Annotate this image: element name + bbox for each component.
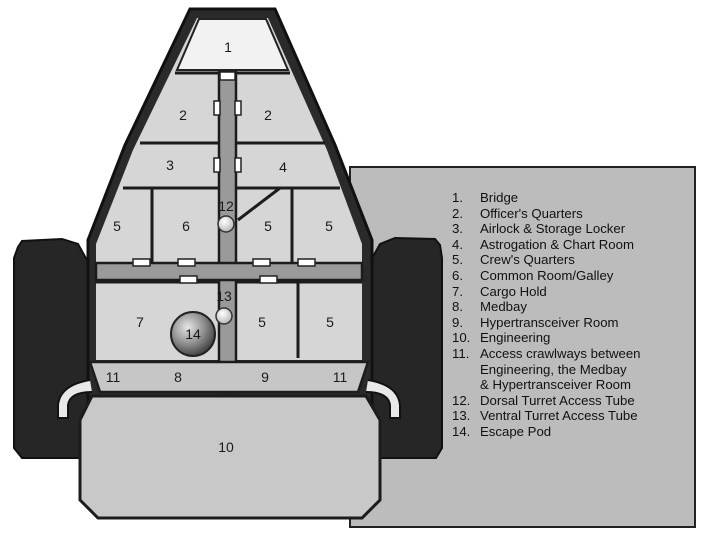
legend-item: 13. Ventral Turret Access Tube	[452, 408, 692, 424]
room-label: 11	[333, 369, 348, 385]
legend-text: Medbay	[480, 299, 527, 315]
crawlway-right	[365, 379, 401, 419]
legend-item: 14. Escape Pod	[452, 424, 692, 440]
legend-item: 3. Airlock & Storage Locker	[452, 221, 692, 237]
escape-pod	[170, 311, 216, 357]
legend-item: 8. Medbay	[452, 299, 692, 315]
legend-number: 6.	[452, 267, 463, 283]
room-label: 5	[325, 218, 333, 234]
room-bridge	[175, 18, 290, 71]
room-label: 9	[261, 369, 269, 385]
legend-number: 9.	[452, 314, 463, 330]
legend-number: 13.	[452, 408, 471, 424]
room-label: 14	[185, 326, 201, 342]
legend-number: 1.	[452, 190, 463, 205]
legend-text: Dorsal Turret Access Tube	[480, 392, 635, 408]
room-label: 3	[166, 157, 174, 173]
ventral-turret-tube	[215, 307, 233, 325]
legend-number: 2.	[452, 205, 463, 221]
legend-item: 7. Cargo Hold	[452, 284, 692, 300]
room-label: 5	[258, 314, 266, 330]
legend-item: 12. Dorsal Turret Access Tube	[452, 393, 692, 409]
room-label: 5	[264, 218, 272, 234]
legend-item: 2. Officer's Quarters	[452, 206, 692, 222]
legend-text: Cargo Hold	[480, 283, 547, 299]
room-label: 12	[218, 198, 234, 214]
legend-item: 4. Astrogation & Chart Room	[452, 237, 692, 253]
legend-number: 10.	[452, 330, 471, 346]
legend-text: Airlock & Storage Locker	[480, 221, 626, 237]
legend-text: Officer's Quarters	[480, 205, 583, 221]
legend-text: Common Room/Galley	[480, 267, 614, 283]
legend-number: 8.	[452, 299, 463, 315]
legend-number: 12.	[452, 392, 471, 408]
crawlway-left	[57, 379, 93, 419]
legend-item: 1. Bridge	[452, 190, 692, 206]
legend-item: 5. Crew's Quarters	[452, 252, 692, 268]
legend-number: 3.	[452, 221, 463, 237]
doors	[132, 71, 316, 284]
cross-corridor	[94, 261, 364, 282]
room-label: 8	[174, 369, 182, 385]
legend-text-continuation: & Hypertransceiver Room	[480, 377, 631, 393]
room-labels: 1 2 2 3 4 5 6 12 5 5 13 7 14 5 5 11 8 9 …	[106, 39, 348, 455]
room-label: 5	[326, 314, 334, 330]
legend-text: Escape Pod	[480, 423, 552, 439]
room-legend: 1. Bridge 2. Officer's Quarters 3. Airlock & …	[452, 190, 692, 440]
legend-text: Ventral Turret Access Tube	[480, 408, 638, 424]
legend-number: 4.	[452, 236, 463, 252]
room-label: 10	[218, 439, 234, 455]
room-label: 7	[136, 314, 144, 330]
legend-number: 14.	[452, 423, 471, 439]
room-label: 11	[106, 369, 121, 385]
legend-text: Bridge	[480, 190, 519, 205]
legend-text: Crew's Quarters	[480, 252, 575, 268]
legend-number: 5.	[452, 252, 463, 268]
legend-item: 6. Common Room/Galley	[452, 268, 692, 284]
room-label: 5	[113, 218, 121, 234]
room-label: 13	[216, 288, 232, 304]
legend-text: Engineering	[480, 330, 551, 346]
legend-item: 9. Hypertransceiver Room	[452, 315, 692, 331]
dorsal-turret-tube	[217, 215, 235, 233]
legend-number: 11.	[452, 345, 470, 361]
lower-band	[88, 360, 370, 394]
room-label: 4	[279, 159, 287, 175]
left-nacelle	[13, 237, 89, 459]
legend-text-continuation: Engineering, the Medbay	[480, 361, 627, 377]
legend-text: Access crawlways between	[480, 345, 641, 361]
legend-number: 7.	[452, 283, 463, 299]
legend-item: 11. Access crawlways between	[452, 346, 692, 362]
room-label: 2	[179, 107, 187, 123]
legend-item: 10. Engineering	[452, 330, 692, 346]
legend-text: Hypertransceiver Room	[480, 314, 619, 330]
room-engineering	[78, 394, 382, 520]
legend-text: Astrogation & Chart Room	[480, 236, 634, 252]
room-label: 1	[224, 39, 232, 55]
room-label: 2	[264, 107, 272, 123]
room-label: 6	[182, 218, 190, 234]
